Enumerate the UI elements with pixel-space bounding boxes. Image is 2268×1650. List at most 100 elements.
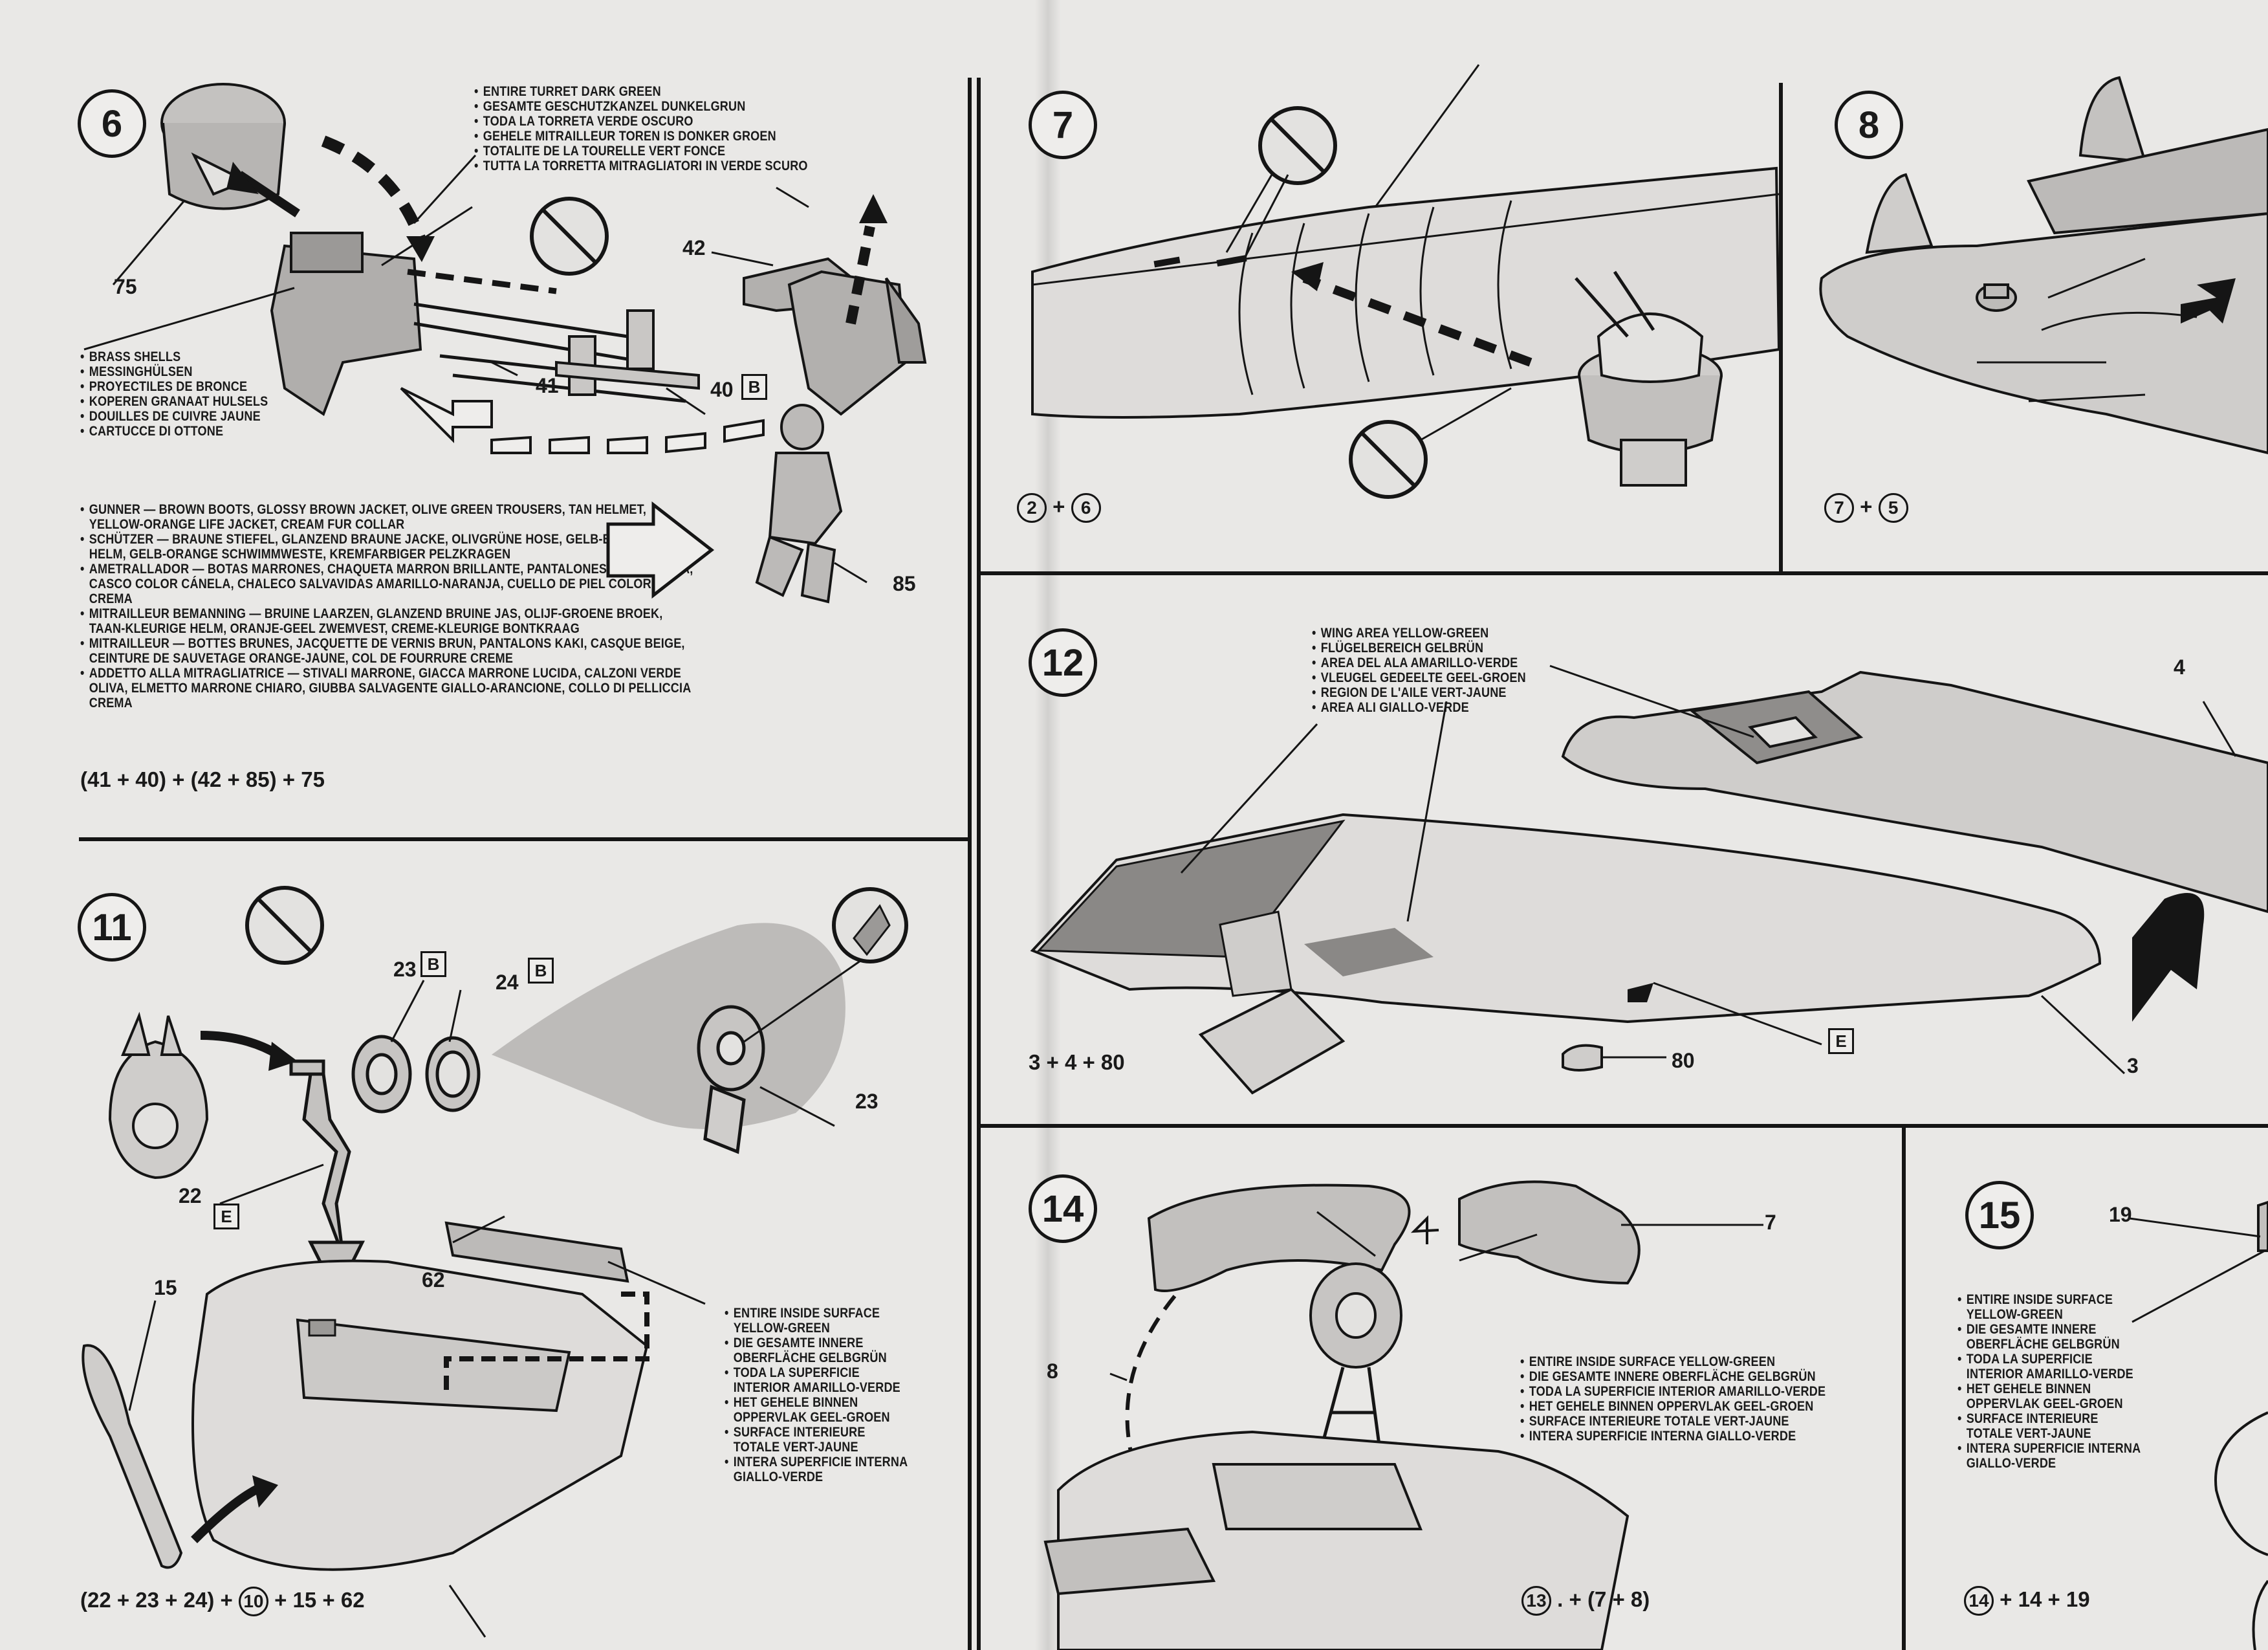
- note-line: AMETRALLADOR — BOTAS MARRONES, CHAQUETA …: [80, 562, 698, 606]
- step-15-illustration: [2129, 1200, 2268, 1650]
- note-line: DOUILLES DE CUIVRE JAUNE: [80, 409, 314, 424]
- formula-step-ref: 14: [1964, 1586, 1994, 1616]
- divider-left-vertical: [968, 78, 972, 1650]
- note-line: GESAMTE GESCHUTZKANZEL DUNKELGRUN: [474, 99, 864, 114]
- formula-step-ref: 2: [1017, 493, 1047, 523]
- part-19-label: 19: [2109, 1203, 2132, 1226]
- note-line: BRASS SHELLS: [80, 349, 314, 364]
- note-line: PROYECTILES DE BRONCE: [80, 379, 314, 394]
- note-line: TODA LA TORRETA VERDE OSCURO: [474, 114, 864, 129]
- step-12-panel: 12 WING AREA YELLOW-GREEN FLÜGELBEREICH …: [981, 575, 2268, 1124]
- step-7-number: 7: [1029, 91, 1097, 159]
- step-11-inside-note: ENTIRE INSIDE SURFACE YELLOW-GREEN DIE G…: [725, 1306, 908, 1484]
- note-line: WING AREA YELLOW-GREEN: [1312, 626, 1545, 641]
- step-8-illustration: [1819, 76, 2268, 455]
- note-line: MITRAILLEUR — BOTTES BRUNES, JACQUETTE D…: [80, 636, 698, 666]
- part-tree-b-tag: B: [528, 958, 554, 984]
- step-7-illustration: [1031, 64, 1781, 499]
- note-line: ENTIRE TURRET DARK GREEN: [474, 84, 864, 99]
- step-7-panel: 7: [981, 0, 1781, 571]
- part-tree-e-tag: E: [1828, 1028, 1854, 1054]
- note-line: DIE GESAMTE INNERE OBERFLÄCHE GELBGRÜN: [1520, 1369, 1843, 1384]
- step-14-panel: 14: [981, 1128, 1902, 1650]
- step-12-illustration: [1030, 665, 2268, 1095]
- step-12-formula: 3 + 4 + 80: [1029, 1050, 1125, 1074]
- part-tree-b-tag: B: [420, 951, 446, 977]
- part-8-label: 8: [1047, 1359, 1058, 1383]
- formula-step-ref: 7: [1824, 493, 1854, 523]
- formula-step-ref: 10: [238, 1587, 268, 1616]
- part-15-label: 15: [154, 1276, 177, 1299]
- part-3-label: 3: [2127, 1054, 2139, 1077]
- note-line: CARTUCCE DI OTTONE: [80, 424, 314, 439]
- step-15-panel: 15 19 ENTIRE INSIDE SURFACE YELLOW-GREEN…: [1906, 1128, 2268, 1650]
- note-line: TOTALITE DE LA TOURELLE VERT FONCE: [474, 144, 864, 159]
- note-line: HET GEHELE BINNEN OPPERVLAK GEEL-GROEN: [1957, 1381, 2141, 1411]
- step-11-illustration: [82, 886, 908, 1638]
- note-line: TUTTA LA TORRETTA MITRAGLIATORI IN VERDE…: [474, 159, 864, 173]
- divider-left-horizontal: [79, 837, 970, 841]
- note-line: FLÜGELBEREICH GELBRÜN: [1312, 641, 1545, 655]
- note-line: TODA LA SUPERFICIE INTERIOR AMARILLO-VER…: [1520, 1384, 1843, 1399]
- note-line: AREA DEL ALA AMARILLO-VERDE: [1312, 655, 1545, 670]
- note-line: INTERA SUPERFICIE INTERNA GIALLO-VERDE: [725, 1455, 908, 1484]
- note-line: GEHELE MITRAILLEUR TOREN IS DONKER GROEN: [474, 129, 864, 144]
- step-11-panel: 11: [0, 841, 968, 1650]
- part-62-label: 62: [422, 1268, 445, 1292]
- formula-text: (22 + 23 + 24) +: [80, 1588, 233, 1612]
- part-85-label: 85: [893, 572, 916, 595]
- part-4-label: 4: [2174, 655, 2185, 679]
- note-line: SURFACE INTERIEURE TOTALE VERT-JAUNE: [1520, 1414, 1843, 1429]
- step-6-formula: (41 + 40) + (42 + 85) + 75: [80, 767, 325, 791]
- note-line: VLEUGEL GEDEELTE GEEL-GROEN: [1312, 670, 1545, 685]
- step-12-number: 12: [1029, 628, 1097, 697]
- note-line: SURFACE INTERIEURE TOTALE VERT-JAUNE: [1957, 1411, 2141, 1441]
- note-line: INTERA SUPERFICIE INTERNA GIALLO-VERDE: [1957, 1441, 2141, 1471]
- step-7-formula: 2 + 6: [1017, 493, 1101, 523]
- formula-step-ref: 13: [1521, 1586, 1551, 1616]
- note-line: TODA LA SUPERFICIE INTERIOR AMARILLO-VER…: [1957, 1352, 2141, 1381]
- note-line: GUNNER — BROWN BOOTS, GLOSSY BROWN JACKE…: [80, 502, 698, 532]
- step-11-number: 11: [78, 893, 146, 962]
- formula-step-ref: 6: [1071, 493, 1101, 523]
- step-8-formula: 7 + 5: [1824, 493, 1908, 523]
- step-14-number: 14: [1029, 1174, 1097, 1243]
- note-line: DIE GESAMTE INNERE OBERFLÄCHE GELBGRÜN: [1957, 1322, 2141, 1352]
- step-15-formula: 14 + 14 + 19: [1964, 1586, 2090, 1616]
- brass-shells-note: BRASS SHELLS MESSINGHÜLSEN PROYECTILES D…: [80, 349, 314, 439]
- note-line: ADDETTO ALLA MITRAGLIATRICE — STIVALI MA…: [80, 666, 698, 710]
- step-11-formula: (22 + 23 + 24) + 10 + 15 + 62: [80, 1587, 365, 1616]
- note-line: MITRAILLEUR BEMANNING — BRUINE LAARZEN, …: [80, 606, 698, 636]
- part-24-label: 24: [496, 971, 519, 994]
- part-tree-b-tag: B: [741, 374, 767, 400]
- divider-step-14-15: [1902, 1126, 1906, 1650]
- part-22-label: 22: [179, 1184, 202, 1207]
- part-23-label: 23: [393, 958, 417, 981]
- note-line: SCHÜTZER — BRAUNE STIEFEL, GLANZEND BRAU…: [80, 532, 698, 562]
- divider-right-top: [979, 571, 2268, 575]
- wing-area-note: WING AREA YELLOW-GREEN FLÜGELBEREICH GEL…: [1312, 626, 1545, 715]
- step-6-panel: 6 ENTIRE TURRET DARK GREEN GESAMTE GESCH…: [0, 0, 968, 837]
- part-42-label: 42: [682, 236, 706, 259]
- note-line: MESSINGHÜLSEN: [80, 364, 314, 379]
- formula-text: +: [1052, 494, 1065, 518]
- part-23-wheel-label: 23: [855, 1090, 878, 1113]
- note-line: HET GEHELE BINNEN OPPERVLAK GEEL-GROEN: [1520, 1399, 1843, 1414]
- note-line: HET GEHELE BINNEN OPPERVLAK GEEL-GROEN: [725, 1395, 908, 1425]
- part-7-label: 7: [1765, 1211, 1776, 1234]
- note-line: SURFACE INTERIEURE TOTALE VERT-JAUNE: [725, 1425, 908, 1455]
- part-tree-e-tag: E: [213, 1204, 239, 1229]
- step-8-panel: 8 7 + 5: [1783, 0, 2268, 571]
- formula-step-ref: 5: [1878, 493, 1908, 523]
- step-14-inside-note: ENTIRE INSIDE SURFACE YELLOW-GREEN DIE G…: [1520, 1354, 1843, 1444]
- formula-text: + 15 + 62: [274, 1588, 365, 1612]
- step-14-formula: 13 . + (7 + 8): [1521, 1586, 1650, 1616]
- note-line: ENTIRE INSIDE SURFACE YELLOW-GREEN: [725, 1306, 908, 1336]
- step-8-number: 8: [1835, 91, 1903, 159]
- note-line: REGION DE L'AILE VERT-JAUNE: [1312, 685, 1545, 700]
- formula-text: +: [1860, 494, 1873, 518]
- note-line: AREA ALI GIALLO-VERDE: [1312, 700, 1545, 715]
- divider-step-7-8: [1779, 83, 1783, 573]
- part-75-label: 75: [114, 275, 137, 298]
